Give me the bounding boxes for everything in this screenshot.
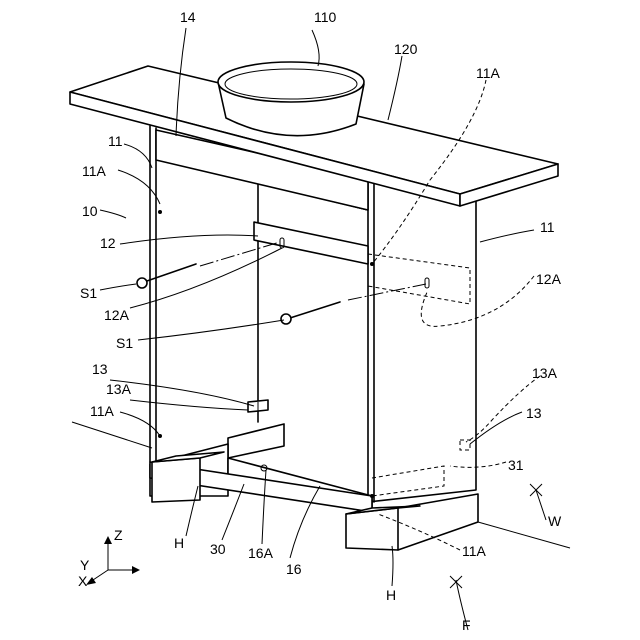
label-16a: 16A [248,545,274,561]
marker-11a-upper [158,210,162,214]
label-11-right: 11 [540,219,555,235]
axis-triad [86,536,140,585]
label-13-left: 13 [92,361,108,377]
label-h-left: H [174,535,184,551]
basin-bowl [218,62,364,136]
cross-mark-w [530,484,542,496]
label-13a-left: 13A [106,381,132,397]
side-panel-left [150,126,156,462]
label-10: 10 [82,203,98,219]
axis-label-y: Y [80,557,90,573]
label-f: F [462,617,471,633]
axis-label-z: Z [114,527,123,543]
label-w: W [548,513,562,529]
label-11-left: 11 [108,133,123,149]
marker-11a-lower [158,434,162,438]
label-s1-upper: S1 [80,285,97,301]
label-16: 16 [286,561,302,577]
label-13a-right: 13A [532,365,558,381]
label-s1-lower: S1 [116,335,133,351]
label-12a-left: 12A [104,307,130,323]
label-110: 110 [314,9,337,25]
label-31: 31 [508,457,524,473]
label-11a-left-upper: 11A [82,163,107,179]
label-120: 120 [394,41,418,57]
floor-line-left [72,422,152,448]
marker-11a-right [370,262,374,266]
label-12: 12 [100,235,116,251]
label-11a-bottom: 11A [462,543,487,559]
label-11a-top-right: 11A [476,65,501,81]
axis-label-x: X [78,573,88,589]
marker-11a-bottom [370,494,374,498]
label-13-right: 13 [526,405,542,421]
lower-bracket-left [248,400,268,412]
label-14: 14 [180,9,196,25]
side-panel-right [368,180,476,502]
label-12a-right: 12A [536,271,562,287]
cross-mark-f [450,576,462,588]
label-11a-left-lower: 11A [90,403,115,419]
label-h-right: H [386,587,396,603]
label-30: 30 [210,541,226,557]
